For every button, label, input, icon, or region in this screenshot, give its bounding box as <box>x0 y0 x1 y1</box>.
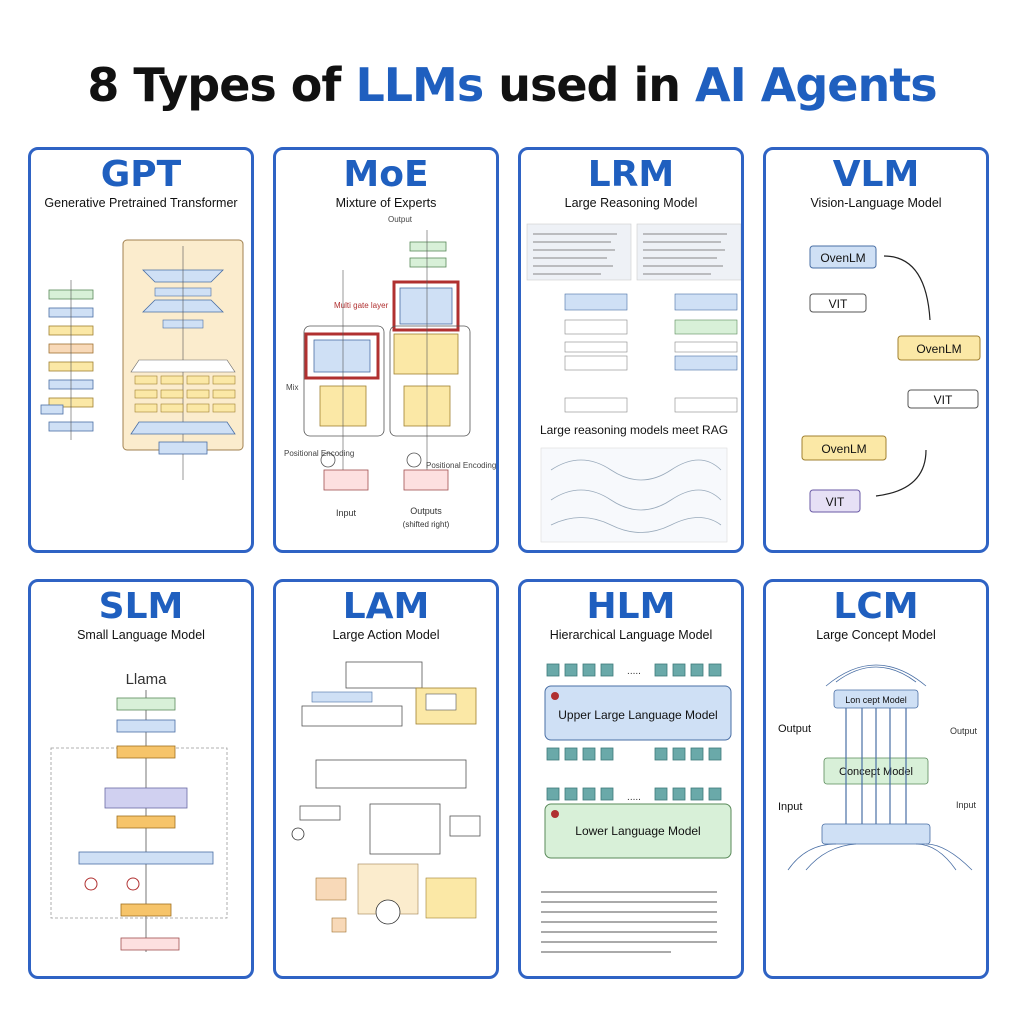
lcm-output-right: Output <box>950 726 978 736</box>
mix-label: Mix <box>286 383 298 392</box>
card-lrm: LRM Large Reasoning Model Large reasonin… <box>518 147 744 553</box>
card-subtitle: Vision-Language Model <box>810 196 942 210</box>
card-abbr: LCM <box>833 586 919 627</box>
hlm-dots-top: ..... <box>627 666 641 677</box>
hlm-diagram: ..... Upper Large Language Model ..... L… <box>541 663 732 953</box>
lcm-input-left: Input <box>778 801 802 813</box>
card-abbr: MoE <box>343 154 429 195</box>
card-lcm: LCM Large Concept Model Lon cept Model O… <box>763 579 989 979</box>
vlm-vit-1: VIT <box>829 297 848 311</box>
lam-diagram <box>291 661 481 933</box>
slm-diagram: Llama <box>50 671 228 952</box>
lcm-diagram: Lon cept Model Output Output Concept Mod… <box>778 664 978 871</box>
hlm-lower: Lower Language Model <box>575 824 700 838</box>
card-slm: SLM Small Language Model Llama <box>28 579 254 979</box>
encoder-stack <box>40 280 94 440</box>
hlm-dots-mid: ..... <box>627 792 641 803</box>
decoder-block <box>122 239 244 480</box>
lrm-diagram: Large reasoning models meet RAG <box>526 223 741 543</box>
positional-left: Positional Encoding <box>284 449 354 458</box>
card-subtitle: Hierarchical Language Model <box>549 628 713 642</box>
card-moe: MoE Mixture of Experts Output Multi gate… <box>273 147 499 553</box>
card-subtitle: Mixture of Experts <box>335 196 437 210</box>
card-abbr: LRM <box>587 154 675 195</box>
page-title: 8 Types of LLMs used in AI Agents <box>0 58 1024 112</box>
card-abbr: HLM <box>586 586 676 627</box>
title-text-1: 8 Types of <box>87 58 356 112</box>
transformer-diagram <box>40 239 244 480</box>
input-label: Input <box>336 508 357 518</box>
output-label: Output <box>388 215 413 224</box>
lcm-input-right: Input <box>956 800 977 810</box>
vlm-model-3: OvenLM <box>821 442 866 456</box>
card-abbr: VLM <box>832 154 920 195</box>
vlm-vit-3: VIT <box>826 495 845 509</box>
hlm-upper: Upper Large Language Model <box>558 708 717 722</box>
card-vlm: VLM Vision-Language Model OvenLM VIT Ove… <box>763 147 989 553</box>
card-subtitle: Small Language Model <box>77 628 205 642</box>
title-highlight-llms: LLMs <box>355 58 484 112</box>
card-subtitle: Large Reasoning Model <box>564 196 698 210</box>
vlm-model-2: OvenLM <box>916 342 961 356</box>
title-text-2: used in <box>483 58 696 112</box>
llama-label: Llama <box>126 671 168 688</box>
card-abbr: LAM <box>342 586 430 627</box>
card-subtitle: Large Action Model <box>332 628 440 642</box>
card-abbr: GPT <box>100 154 182 195</box>
rag-caption: Large reasoning models meet RAG <box>540 423 728 437</box>
card-abbr: SLM <box>98 586 184 627</box>
title-highlight-ai-agents: AI Agents <box>695 58 938 112</box>
outputs-note: (shifted right) <box>403 520 450 529</box>
card-lam: LAM Large Action Model <box>273 579 499 979</box>
card-hlm: HLM Hierarchical Language Model ..... Up… <box>518 579 744 979</box>
lcm-concept-top: Lon cept Model <box>845 695 907 705</box>
expert-tag: Multi gate layer <box>334 301 389 310</box>
lcm-output-left: Output <box>778 723 811 735</box>
card-subtitle: Large Concept Model <box>816 628 936 642</box>
outputs-label: Outputs <box>410 506 442 516</box>
vlm-model-1: OvenLM <box>820 251 865 265</box>
positional-right: Positional Encoding <box>426 461 496 470</box>
card-subtitle: Generative Pretrained Transformer <box>44 196 238 210</box>
vlm-vit-2: VIT <box>934 393 953 407</box>
moe-diagram: Output Multi gate layer Mix Positional E… <box>284 215 496 529</box>
vlm-diagram: OvenLM VIT OvenLM VIT OvenLM VIT <box>801 245 981 513</box>
card-gpt: GPT Generative Pretrained Transformer <box>28 147 254 553</box>
